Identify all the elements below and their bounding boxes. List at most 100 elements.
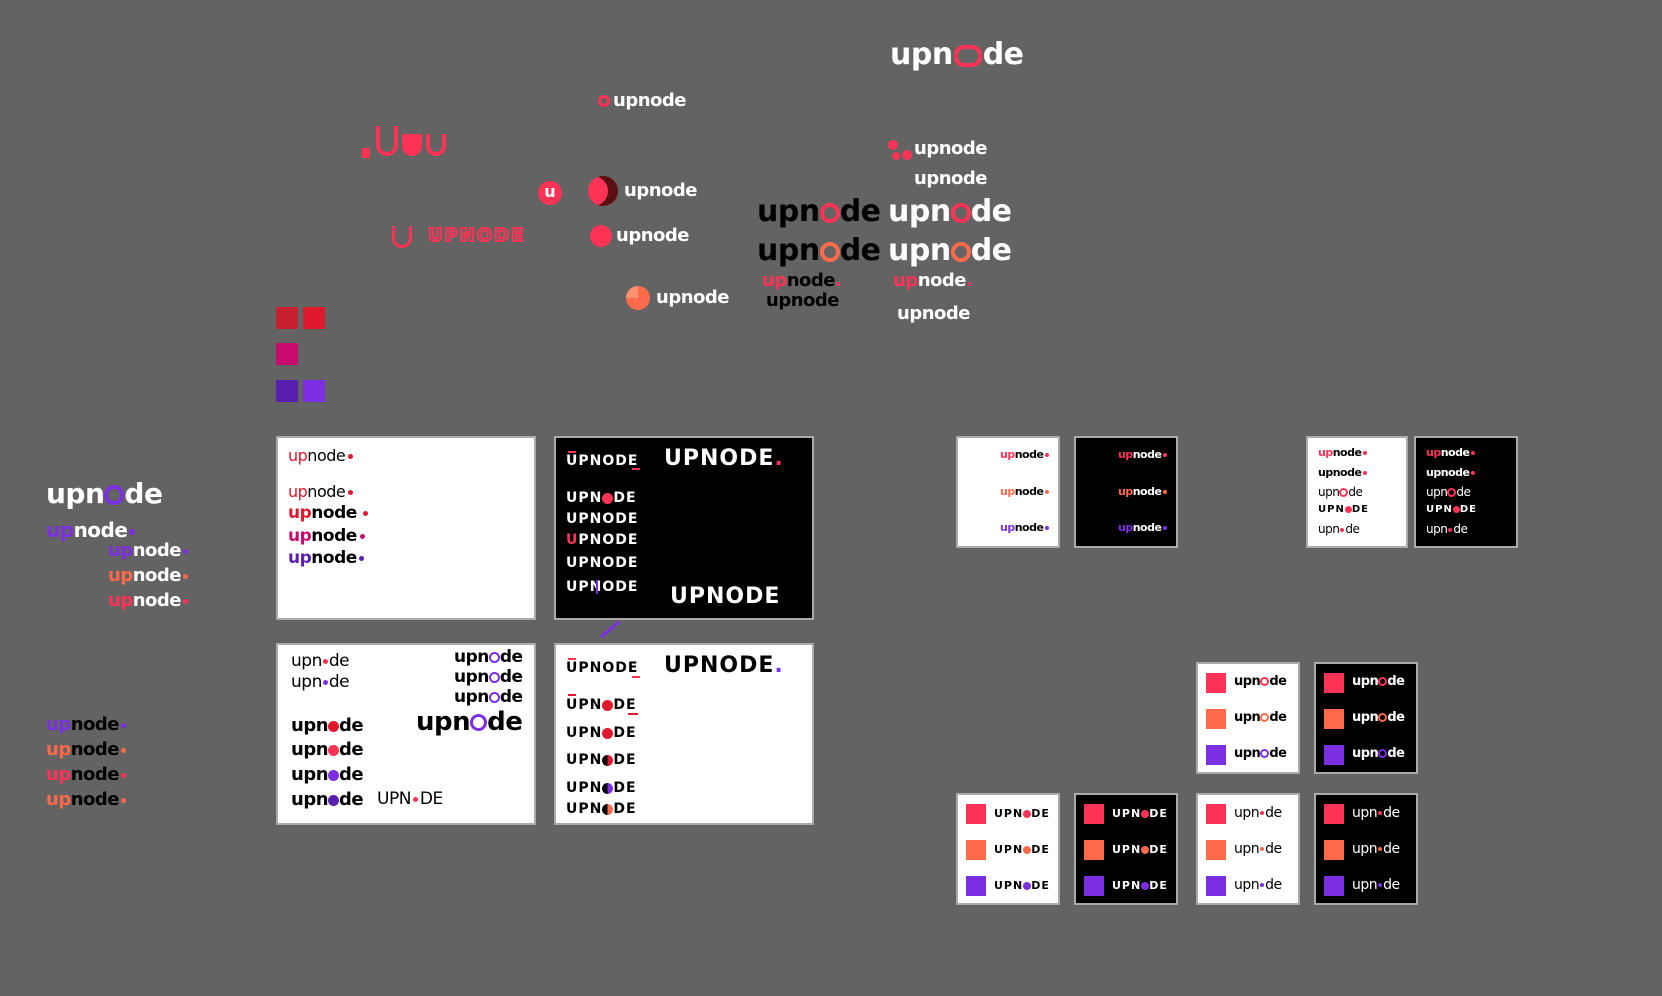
logo-text-part: DE [613,697,637,713]
wordmark-bold: upnode [288,505,368,522]
swatch-caps-wordmark: UPN DE [1112,844,1168,855]
logo-text-part: de [339,739,364,760]
logo-text-part: DE [613,490,637,506]
logo-text-part: de [339,764,364,785]
color-swatch [276,307,298,329]
logo-text: UPNODE [566,511,639,527]
ring-icon [953,44,982,67]
logo-text-part: node [1014,448,1044,461]
logo-text-part: node [70,739,120,760]
logo-text-part: de [487,707,523,737]
ring-icon [1260,677,1270,686]
accent-bar [632,676,640,678]
dot-icon [322,679,328,685]
logo-text-part: node [132,590,182,611]
logo-text-part: up [46,714,71,735]
dot-icon [359,533,365,539]
logo-text-part: node [1132,448,1162,461]
caps-wordmark-large: UPNODE [670,584,781,609]
logo-text-part: node [132,565,182,586]
logo-text-part: UPN [566,490,603,506]
logo-text-part: node [1014,521,1044,534]
logo-text-part: up [46,764,71,785]
outline-caps-logo: UPNODE [427,225,526,246]
logo-text-part: DE [613,780,637,796]
logo-text-part: DE [613,725,637,741]
logo-text-part: DE [1149,843,1168,856]
logo-text-part: de [1387,746,1405,761]
dot-icon [1448,527,1453,532]
logo-text-part: DE [1459,504,1477,515]
dot-icon [348,454,354,459]
color-swatch [1324,876,1344,896]
circle-icon [1141,810,1150,818]
logo-text-part: up [288,526,312,546]
wordmark-bold: upnode [288,528,365,545]
artboard-wordmark-red: upnode upnode upnode upnode upnode [278,438,534,618]
circle-icon [602,754,614,766]
u-letter-icon: u [538,181,562,205]
logo-text-part: node [1440,446,1470,459]
logo-text-part: upn [1234,710,1261,725]
circle-icon [328,794,340,806]
logo-text-part: upn [888,233,951,268]
logo-text-part: UPN [1318,504,1345,515]
dot-icon: . [965,270,973,291]
logo-text-part: UPN [1426,504,1453,515]
logo-text-part: UPN [1112,807,1142,820]
ring-icon [819,241,840,262]
logo-text-part: upn [454,667,489,687]
logo-text-part: de [339,715,364,736]
ring-icon [950,241,971,262]
caps-wordmark: UPNODE [566,579,639,595]
logo-text-part: de [1345,522,1360,536]
logo-text: upnode [624,180,697,201]
logo-text-part: node [132,540,182,561]
u-letter-icon [426,134,446,156]
logo-text-part: up [288,446,308,465]
logo-text-part: up [46,518,74,542]
circle-icon [1452,505,1460,513]
mini-wordmark: upnode [1000,521,1050,534]
logo-text-part: upn [416,707,471,737]
dot-icon [182,598,188,604]
logo-text-part: up [1318,446,1333,459]
ring-icon [1260,749,1270,758]
dot-icon [362,510,368,516]
accent-bar [632,468,640,470]
dot-icon [1260,811,1265,815]
wordmark-black-3: upnode. [762,272,842,290]
logo-text-part: UPN [1112,843,1142,856]
dot-icon [1363,471,1368,475]
logo-text-part: upn [291,651,322,671]
pie-icon [626,286,650,310]
circle-logo: upnode [590,225,689,247]
logo-text-part: de [1348,485,1363,499]
logo-text: PNODE [578,532,639,548]
logo-text-part: de [339,789,364,810]
mini-wordmark: upnode [1426,446,1476,459]
logo-text-part: de [1387,674,1405,689]
ring-icon [819,202,840,223]
logo-text-part: de [1387,710,1405,725]
circle-icon [602,803,614,815]
logo-text-part: node [1014,485,1044,498]
dot-icon [120,797,126,803]
logo-text-part: de [1265,877,1282,893]
logo-text-part: DE [1149,807,1168,820]
